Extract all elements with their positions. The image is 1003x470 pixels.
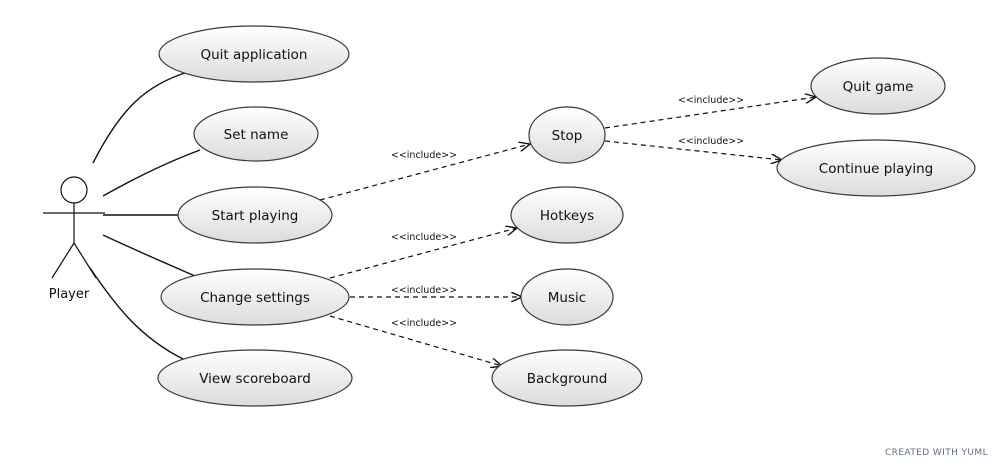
use-case-quit-game: Quit game — [810, 57, 946, 115]
player-actor: Player — [43, 176, 105, 302]
association-set-name — [102, 149, 201, 197]
include-label-stop-continue-playing: <<include>> — [678, 136, 744, 147]
use-case-quit-application: Quit application — [158, 25, 350, 83]
yuml-credit: CREATED WITH YUML — [884, 448, 988, 458]
include-start-playing-stop — [319, 144, 530, 201]
include-label-change-settings-music: <<include>> — [391, 285, 457, 296]
actor-right-leg — [73, 242, 97, 279]
use-case-label: View scoreboard — [199, 371, 311, 387]
use-case-stop: Stop — [528, 106, 606, 164]
use-case-continue-playing: Continue playing — [776, 139, 976, 197]
association-change-settings — [102, 234, 196, 277]
use-case-label: Stop — [552, 128, 583, 144]
include-label-change-settings-background: <<include>> — [391, 318, 457, 329]
use-case-label: Change settings — [200, 290, 310, 306]
include-label-change-settings-hotkeys: <<include>> — [391, 232, 457, 243]
use-case-label: Music — [548, 290, 586, 306]
use-case-view-scoreboard: View scoreboard — [157, 349, 353, 407]
use-case-set-name: Set name — [193, 106, 319, 162]
include-label-stop-quit-game: <<include>> — [678, 95, 744, 106]
use-case-label: Continue playing — [819, 161, 933, 177]
include-stop-continue-playing — [604, 140, 782, 160]
use-case-background: Background — [491, 349, 643, 407]
use-case-label: Quit application — [201, 47, 308, 63]
include-change-settings-background — [329, 315, 502, 366]
use-case-hotkeys: Hotkeys — [510, 186, 624, 244]
actor-head — [60, 176, 88, 204]
use-case-label: Background — [527, 371, 608, 387]
association-quit-application — [92, 71, 189, 164]
include-label-start-playing-stop: <<include>> — [391, 150, 457, 161]
use-case-change-settings: Change settings — [160, 268, 350, 326]
use-case-label: Start playing — [212, 208, 299, 224]
use-case-label: Quit game — [843, 79, 914, 95]
actor-label: Player — [49, 287, 90, 302]
association-view-scoreboard — [89, 267, 186, 361]
use-case-label: Hotkeys — [540, 208, 594, 224]
use-case-music: Music — [520, 268, 614, 326]
use-case-label: Set name — [224, 127, 289, 143]
actor-left-leg — [51, 242, 75, 279]
use-case-start-playing: Start playing — [177, 186, 333, 244]
